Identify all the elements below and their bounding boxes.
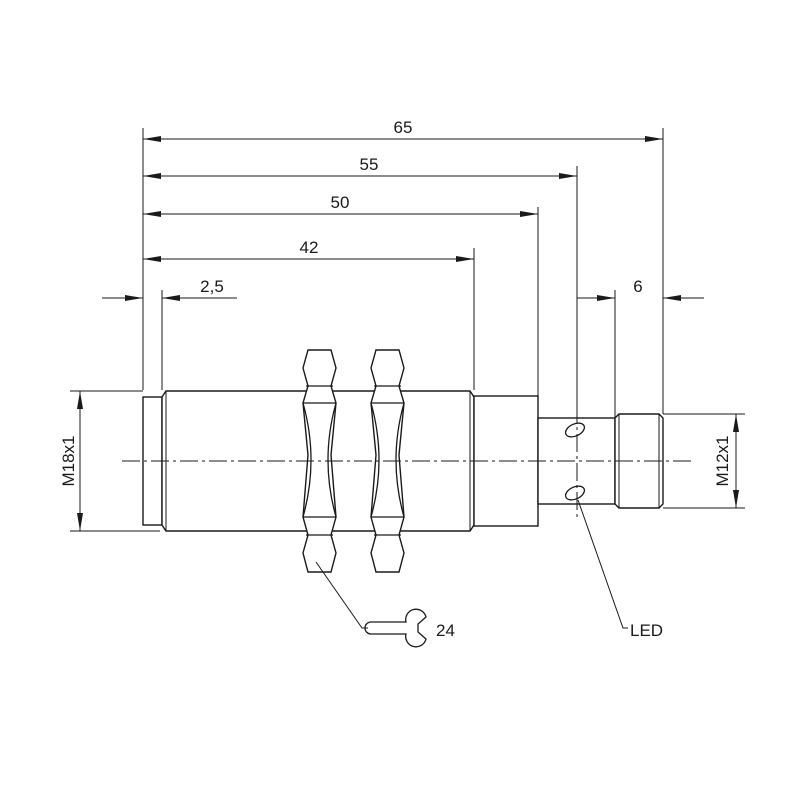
led-label: LED bbox=[630, 621, 663, 640]
dimension-m18x1: M18x1 bbox=[59, 391, 83, 531]
wrench-icon bbox=[364, 608, 427, 648]
extension-lines bbox=[70, 128, 745, 532]
dimension-label-55: 55 bbox=[360, 155, 379, 174]
wrench-size-label: 24 bbox=[436, 621, 455, 640]
dimension-label-2-5: 2,5 bbox=[200, 277, 224, 296]
dimension-42: 42 bbox=[143, 238, 474, 262]
dimension-65: 65 bbox=[143, 118, 663, 142]
led-callout: LED bbox=[577, 499, 663, 640]
dimension-label-m18x1: M18x1 bbox=[59, 435, 78, 486]
led-window-top bbox=[564, 422, 586, 438]
dimension-55: 55 bbox=[143, 155, 577, 179]
dimension-label-6: 6 bbox=[633, 277, 642, 296]
dimension-2-5: 2,5 bbox=[102, 277, 237, 301]
dimension-label-m12x1: M12x1 bbox=[713, 435, 732, 486]
wrench-callout: 24 bbox=[315, 561, 455, 648]
dimension-6: 6 bbox=[577, 277, 704, 301]
dimension-50: 50 bbox=[143, 193, 538, 217]
dimension-label-42: 42 bbox=[300, 238, 319, 257]
dimension-label-50: 50 bbox=[331, 193, 350, 212]
dimension-label-65: 65 bbox=[394, 118, 413, 137]
led-window-bottom bbox=[564, 485, 586, 501]
dimension-m12x1: M12x1 bbox=[713, 414, 739, 508]
